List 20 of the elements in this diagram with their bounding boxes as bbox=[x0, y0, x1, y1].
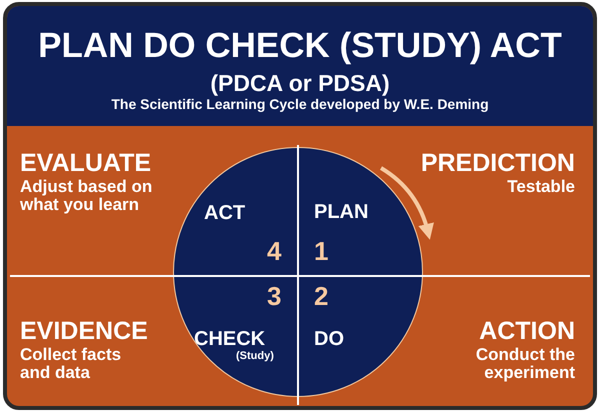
phase-heading: ACTION bbox=[479, 318, 575, 344]
step-number: 3 bbox=[267, 283, 282, 310]
step-label: CHECK bbox=[194, 329, 266, 350]
title: PLAN DO CHECK (STUDY) ACT bbox=[37, 28, 563, 65]
subtitle: (PDCA or PDSA) bbox=[209, 71, 391, 96]
phase-description: Collect facts and data bbox=[20, 346, 122, 382]
phase-heading: PREDICTION bbox=[420, 150, 575, 176]
phase-heading: EVIDENCE bbox=[20, 318, 148, 344]
step-number: 1 bbox=[314, 238, 328, 266]
step-note: (Study) bbox=[236, 351, 274, 363]
step-number: 4 bbox=[267, 238, 282, 266]
phase-description: Testable bbox=[507, 178, 575, 196]
phase-description: Conduct the experiment bbox=[474, 346, 575, 382]
phase-description: Adjust based on what you learn bbox=[20, 178, 154, 214]
step-label: ACT bbox=[204, 203, 246, 224]
step-label: DO bbox=[314, 329, 344, 350]
step-number: 2 bbox=[314, 283, 328, 310]
subtitle: The Scientific Learning Cycle developed by W.E. Deming bbox=[110, 97, 490, 112]
step-label: PLAN bbox=[314, 202, 368, 223]
phase-heading: EVALUATE bbox=[20, 150, 152, 176]
